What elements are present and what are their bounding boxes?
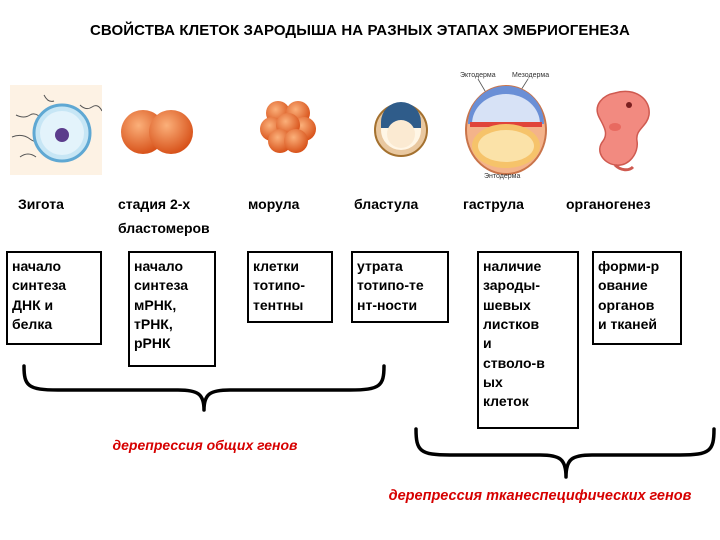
stage-label-two-cell: стадия 2-х xyxy=(118,196,191,212)
two-cell-property-box: начало синтеза мРНК, тРНК, рРНК xyxy=(128,251,216,367)
stage-label-gastrula: гаструла xyxy=(463,196,524,212)
mesoderm-label: Мезодерма xyxy=(512,72,549,79)
blastula-image xyxy=(374,102,428,157)
embryo-image xyxy=(596,90,650,172)
stage-label-organogenesis: органогенез xyxy=(566,196,651,212)
organogenesis-property-box: форми-р ование органов и тканей xyxy=(592,251,682,345)
morula-image xyxy=(260,101,316,153)
zygote-property-box: начало синтеза ДНК и белка xyxy=(6,251,102,345)
caption-tissue-genes: дерепрессия тканеспецифических генов xyxy=(370,486,710,506)
gastrula-image: Эктодерма Мезодерма Энтодерма xyxy=(460,72,549,180)
blastula-property-box: утрата тотипо-те нт-ности xyxy=(351,251,449,323)
ectoderm-label: Эктодерма xyxy=(460,72,496,79)
gastrula-property-box: наличие зароды- шевых листков и стволо-в… xyxy=(477,251,579,429)
page-title: СВОЙСТВА КЛЕТОК ЗАРОДЫША НА РАЗНЫХ ЭТАПА… xyxy=(90,22,630,39)
caption-general-genes: дерепрессия общих генов xyxy=(112,437,298,453)
brace-general xyxy=(22,364,386,412)
stage-label-morula: морула xyxy=(248,196,300,212)
two-blastomere-image xyxy=(121,110,193,154)
caption-tissue-text: дерепрессия тканеспецифических генов xyxy=(388,488,692,504)
morula-property-box: клетки тотипо- тентны xyxy=(247,251,333,323)
stage-label-blastula: бластула xyxy=(354,196,419,212)
stage-label-zygote: Зигота xyxy=(18,196,64,212)
brace-tissue xyxy=(414,427,716,479)
stage-label-two-cell-line2: бластомеров xyxy=(118,220,210,236)
zygote-image xyxy=(10,85,102,175)
entoderm-label: Энтодерма xyxy=(484,173,520,180)
